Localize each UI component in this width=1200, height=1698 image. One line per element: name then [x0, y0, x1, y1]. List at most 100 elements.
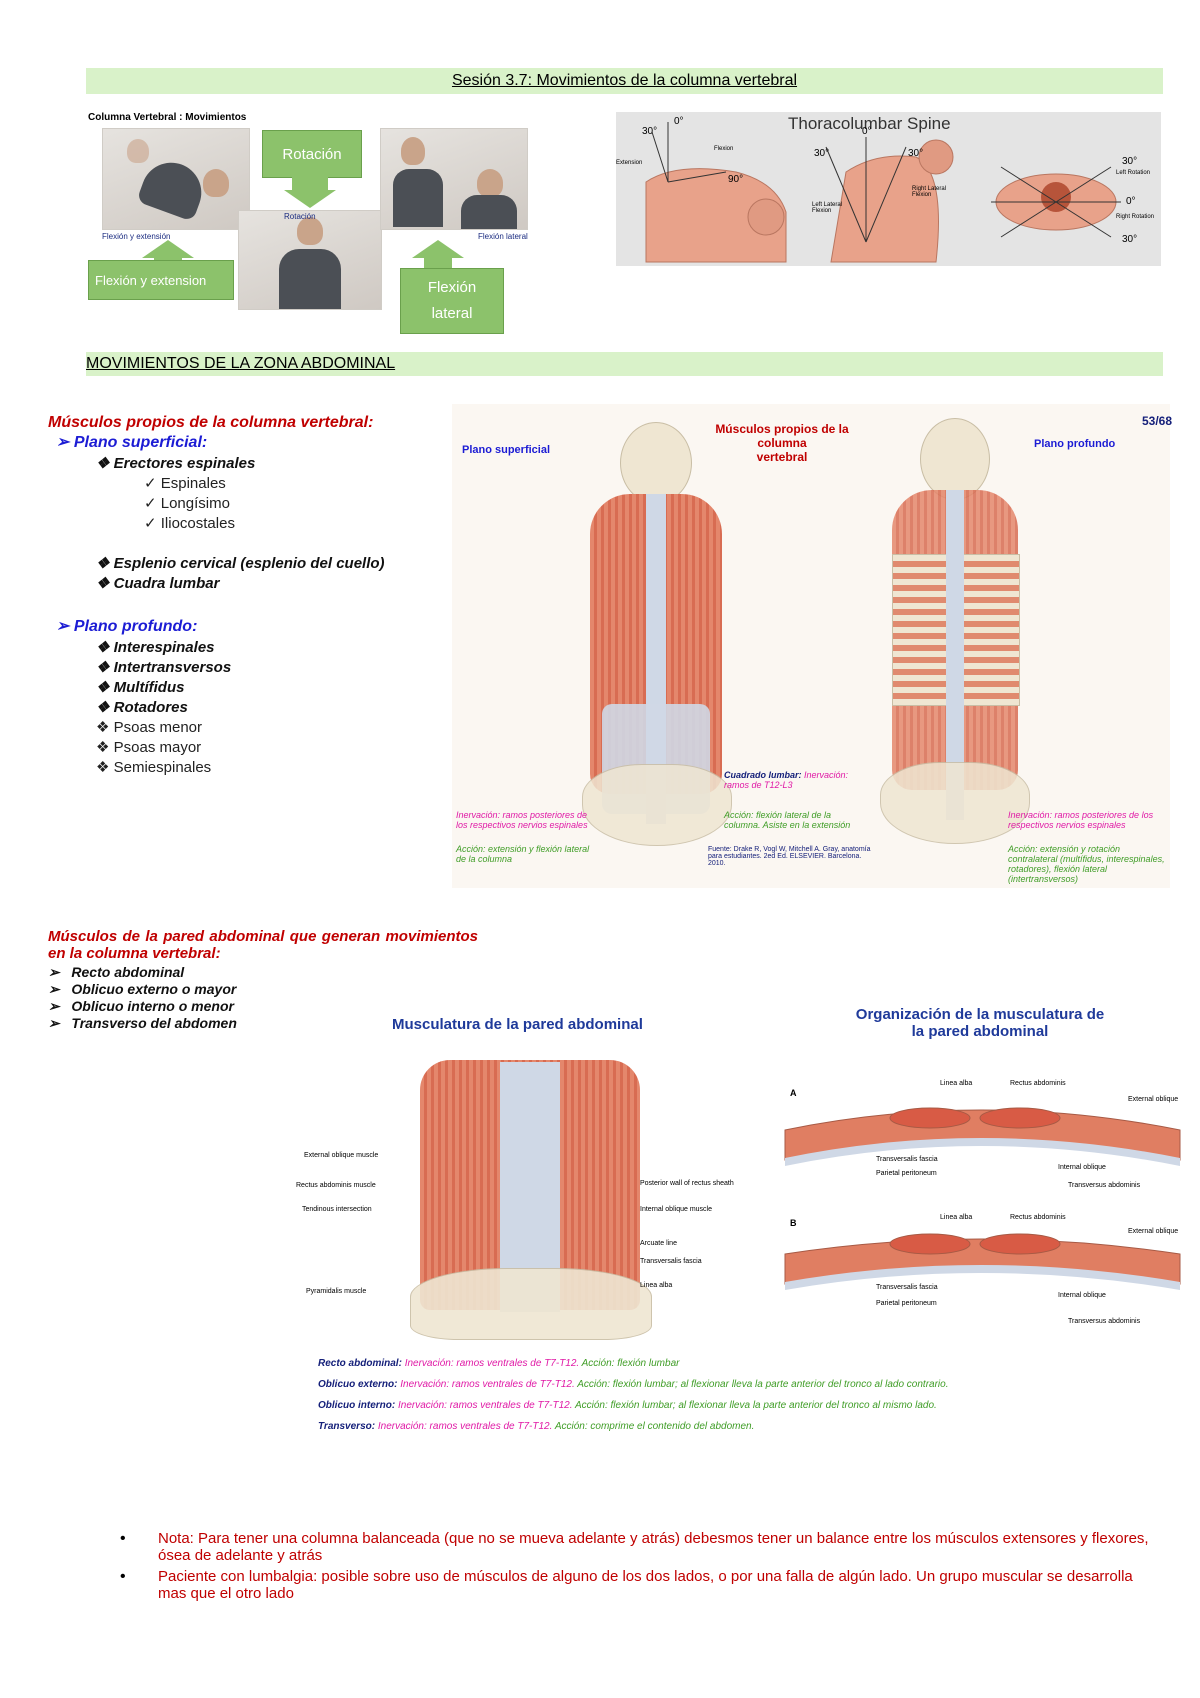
- org-label: Transversus abdominis: [1068, 1318, 1141, 1325]
- back-figure-title-2: vertebral: [756, 450, 808, 464]
- motion-label: Right Lateral Flexion: [912, 186, 947, 198]
- right-accion: Acción: extensión y rotación contralater…: [1008, 844, 1165, 884]
- left-label: Tendinous intersection: [302, 1206, 372, 1213]
- lateral-small-label: Flexión lateral: [478, 232, 528, 241]
- left-label: External oblique muscle: [304, 1152, 379, 1159]
- arrow-up-head-icon: [412, 240, 464, 258]
- bullet-text: Nota: Para tener una columna balanceada …: [158, 1530, 1149, 1564]
- fascia-band-b: [785, 1265, 1180, 1290]
- thoracolumbar-title: Thoracolumbar Spine: [788, 114, 951, 133]
- arrow-down-head-icon: [284, 190, 336, 208]
- torso-shape: [279, 249, 341, 309]
- right-label: Linea alba: [640, 1282, 673, 1289]
- profundo-item-text: Interespinales: [113, 639, 215, 656]
- profundo-item-text: Psoas menor: [113, 719, 202, 736]
- profundo-item-text: Psoas mayor: [113, 739, 202, 756]
- abdominal-item: ➢ Oblicuo interno o menor: [48, 998, 234, 1014]
- session-title: Sesión 3.7: Movimientos de la columna ve…: [451, 72, 798, 89]
- note-accion: Acción: comprime el contenido del abdome…: [554, 1421, 755, 1432]
- pelvis-shape: [410, 1268, 652, 1340]
- org-label: Linea alba: [940, 1080, 973, 1087]
- source-note: Fuente: Drake R, Vogl W, Mitchell A. Gra…: [708, 846, 871, 867]
- note-line: Recto abdominal: Inervación: ramos ventr…: [318, 1358, 1178, 1369]
- profundo-item-text: Rotadores: [113, 699, 188, 716]
- plano-superficial-text: Plano superficial:: [73, 434, 208, 451]
- org-label: Transversus abdominis: [1068, 1182, 1141, 1189]
- arrow-up-icon: [424, 258, 452, 270]
- right-inerv: Inervación: ramos posteriores de los res…: [1008, 810, 1154, 830]
- abdominal-item-text: Oblicuo interno o menor: [71, 998, 234, 1014]
- rectus-shape-b: [889, 1233, 971, 1255]
- fascia-band-a: [785, 1138, 1180, 1166]
- org-label: External oblique: [1128, 1096, 1179, 1103]
- flexion-line: [667, 171, 727, 183]
- rotacion-box: Rotación: [262, 130, 362, 178]
- flexion-head-shape: [747, 198, 785, 236]
- motion-label: Flexion: [714, 146, 734, 152]
- bottom-notes: • Nota: Para tener una columna balancead…: [120, 1530, 1160, 1602]
- rectus-shape-a: [979, 1107, 1061, 1129]
- sub-item-text: Espinales: [160, 475, 226, 492]
- org-label: Transversalis fascia: [876, 1284, 938, 1291]
- right-label: Internal oblique muscle: [640, 1206, 712, 1213]
- note-accion: Acción: flexión lumbar; al flexionar lle…: [577, 1379, 949, 1390]
- label-a: A: [790, 1088, 797, 1098]
- motion-label: Extension: [616, 160, 643, 166]
- lateral-right-line: [865, 146, 907, 243]
- bullet-item: • Paciente con lumbalgia: posible sobre …: [120, 1568, 1160, 1602]
- spine-muscles-list: Músculos propios de la columna vertebral…: [48, 414, 468, 776]
- right-label: Posterior wall of rectus sheath: [640, 1180, 734, 1187]
- pelvis-shape: [880, 762, 1030, 844]
- arrow-up-head-icon: [142, 240, 194, 258]
- extra-item: ❖ Esplenio cervical (esplenio del cuello…: [96, 555, 385, 572]
- photo-rotation: [238, 210, 382, 310]
- profundo-item-text: Intertransversos: [113, 659, 232, 676]
- note-inerv: Inervación: ramos ventrales de T7-T12.: [404, 1358, 580, 1369]
- org-label: Internal oblique: [1058, 1164, 1106, 1171]
- org-label: Transversalis fascia: [876, 1156, 938, 1163]
- rectus-shape-a: [889, 1107, 971, 1129]
- plano-superficial-label: ➢ Plano superficial:: [56, 434, 208, 451]
- note-inerv: Inervación: ramos ventrales de T7-T12.: [398, 1400, 573, 1411]
- org-label: Parietal peritoneum: [876, 1300, 937, 1307]
- note-line: Transverso: Inervación: ramos ventrales …: [318, 1421, 1178, 1432]
- thoracolumbar-drawing: [645, 122, 1121, 263]
- flexion-body-shape: [645, 168, 787, 263]
- note-inerv: Inervación: ramos ventrales de T7-T12.: [400, 1379, 575, 1390]
- sub-item: ✓ Iliocostales: [144, 515, 235, 532]
- head-shape: [401, 137, 425, 165]
- note-accion: Acción: flexión lumbar: [581, 1358, 680, 1369]
- org-label: External oblique: [1128, 1228, 1179, 1235]
- torso-shape-2: [461, 195, 517, 229]
- sub-item: ✓ Longísimo: [144, 495, 230, 512]
- flexion-lateral-box: Flexión lateral: [400, 268, 504, 334]
- sub-item: ✓ Espinales: [144, 475, 226, 492]
- lateral-head-shape: [918, 139, 954, 175]
- torso-shape: [393, 169, 443, 227]
- organization-title: Organización de la musculatura de la par…: [830, 1006, 1130, 1040]
- skull-shape: [620, 422, 692, 504]
- organization-title-2: la pared abdominal: [911, 1023, 1049, 1040]
- flexion-small-label: Flexión y extensión: [102, 232, 171, 241]
- note-accion: Acción: flexión lumbar; al flexionar lle…: [574, 1400, 937, 1411]
- abdominal-figure-title: Musculatura de la pared abdominal: [392, 1016, 643, 1033]
- angle-label: 30°: [1122, 234, 1138, 245]
- org-label: Rectus abdominis: [1010, 1214, 1066, 1221]
- movements-panel: Columna Vertebral : Movimientos Flexión …: [88, 108, 538, 344]
- angle-label: 90°: [728, 174, 744, 185]
- plano-profundo-label: ➢ Plano profundo:: [56, 618, 198, 635]
- right-label: Transversalis fascia: [640, 1258, 702, 1265]
- angle-label: 30°: [1122, 156, 1138, 167]
- torso-shape: [136, 154, 210, 222]
- label-b: B: [790, 1218, 797, 1228]
- abdominal-notes: Recto abdominal: Inervación: ramos ventr…: [318, 1358, 1178, 1432]
- organization-figure: Organización de la musculatura de la par…: [780, 1000, 1192, 1330]
- abdominal-item-text: Recto abdominal: [71, 964, 185, 980]
- plano-profundo-text: Plano profundo:: [73, 618, 198, 635]
- session-title-band: [86, 68, 1163, 94]
- pelvis-shape: [582, 764, 732, 846]
- profundo-item: ❖ Intertransversos: [96, 659, 232, 676]
- left-label: Pyramidalis muscle: [306, 1288, 367, 1295]
- back-muscles-figure: Músculos propios de la columna vertebral…: [452, 404, 1172, 888]
- motion-label: Right Rotation: [1116, 214, 1155, 220]
